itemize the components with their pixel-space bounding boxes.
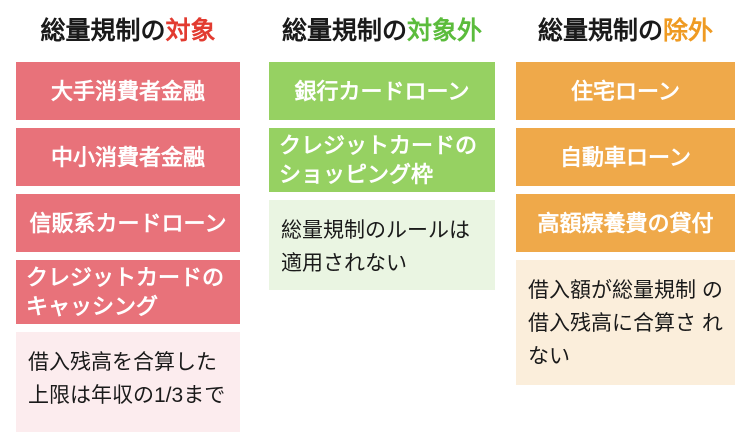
- item-taishogai-0: 銀行カードローン: [269, 62, 495, 120]
- item-taisho-1: 中小消費者金融: [16, 128, 240, 186]
- item-label: 中小消費者金融: [50, 144, 205, 170]
- item-label-line2: キャッシング: [26, 294, 159, 319]
- item-taisho-3: クレジットカードの キャッシング: [16, 260, 240, 324]
- item-label-wrapper: クレジットカードの ショッピング枠: [279, 131, 477, 189]
- item-label-wrapper: クレジットカードの キャッシング: [26, 263, 224, 321]
- column-spacer: [16, 432, 240, 446]
- item-label: 信販系カードローン: [29, 210, 227, 236]
- note-line-1: 総量規制のルールは: [281, 219, 470, 242]
- note-taishogai: 総量規制のルールは 適用されない: [269, 200, 495, 290]
- column-header-plain-taishogai: 総量規制の: [281, 17, 407, 45]
- note-line-1: 借入残高を合算した: [28, 351, 217, 374]
- note-taisho: 借入残高を合算した 上限は年収の1/3まで: [16, 332, 240, 432]
- column-taishogai: 総量規制の対象外 銀行カードローン クレジットカードの ショッピング枠 総量規制…: [256, 0, 506, 446]
- item-taisho-2: 信販系カードローン: [16, 194, 240, 252]
- column-header-plain-jogai: 総量規制の: [537, 17, 663, 45]
- column-spacer: [516, 385, 735, 446]
- note-line-3: れない: [528, 312, 723, 368]
- item-taishogai-1: クレジットカードの ショッピング枠: [269, 128, 495, 192]
- item-label-line1: クレジットカードの: [26, 265, 225, 290]
- note-line-2: の借入残高に合算さ: [528, 279, 723, 335]
- item-jogai-2: 高額療養費の貸付: [516, 194, 735, 252]
- column-header-highlight-taisho: 対象: [165, 17, 216, 45]
- note-line-2: 適用されない: [281, 252, 407, 275]
- column-header-highlight-jogai: 除外: [663, 17, 714, 45]
- column-spacer: [269, 290, 495, 446]
- column-header-taishogai: 総量規制の対象外: [269, 0, 495, 62]
- item-label-line2: ショッピング枠: [279, 162, 434, 187]
- item-jogai-1: 自動車ローン: [516, 128, 735, 186]
- item-taisho-0: 大手消費者金融: [16, 62, 240, 120]
- note-jogai: 借入額が総量規制 の借入残高に合算さ れない: [516, 260, 735, 385]
- column-jogai: 総量規制の除外 住宅ローン 自動車ローン 高額療養費の貸付 借入額が総量規制 の…: [506, 0, 750, 446]
- column-header-taisho: 総量規制の対象: [16, 0, 240, 62]
- note-line-2: 上限は年収の1/3まで: [28, 384, 226, 407]
- item-label: 大手消費者金融: [50, 78, 205, 104]
- item-label: 住宅ローン: [571, 78, 680, 104]
- column-header-plain-taisho: 総量規制の: [40, 17, 166, 45]
- column-header-jogai: 総量規制の除外: [516, 0, 735, 62]
- note-line-1: 借入額が総量規制: [528, 279, 696, 302]
- item-label: 自動車ローン: [560, 144, 691, 170]
- item-label-line1: クレジットカードの: [279, 133, 478, 158]
- item-label: 高額療養費の貸付: [537, 210, 714, 236]
- item-label: 銀行カードローン: [294, 78, 470, 104]
- column-taisho: 総量規制の対象 大手消費者金融 中小消費者金融 信販系カードローン クレジットカ…: [0, 0, 256, 446]
- column-header-highlight-taishogai: 対象外: [407, 17, 483, 45]
- item-jogai-0: 住宅ローン: [516, 62, 735, 120]
